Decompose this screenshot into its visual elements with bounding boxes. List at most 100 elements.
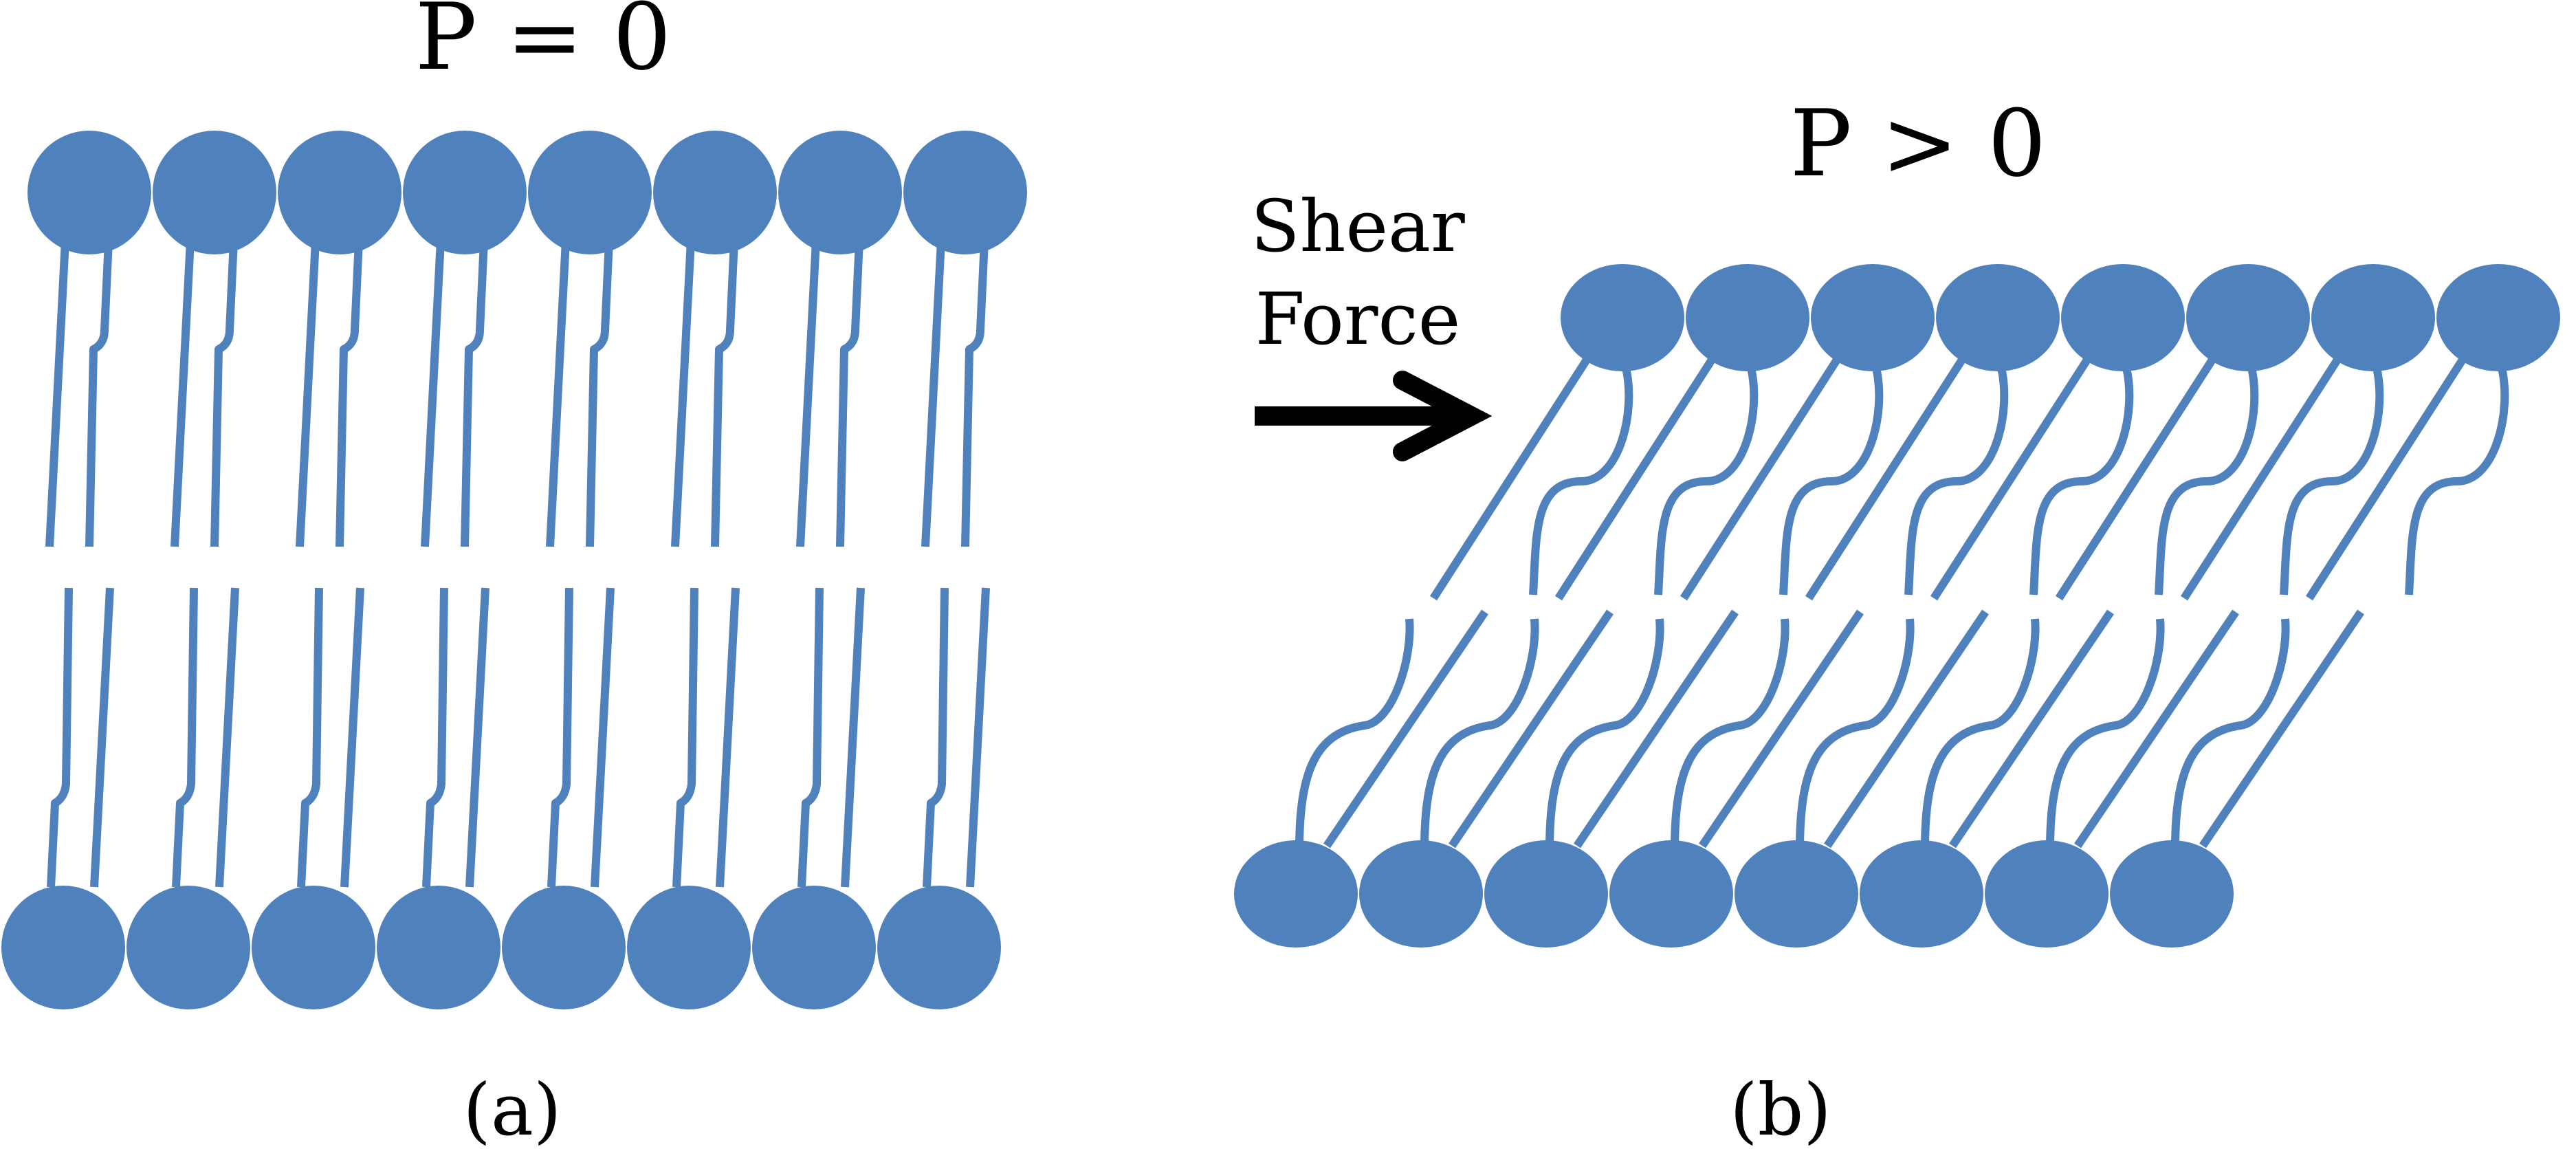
lipid-lower-b [1985, 609, 2239, 948]
tail-kinked [2046, 618, 2165, 850]
tail-kinked [961, 240, 989, 547]
lipid-upper-a [778, 131, 902, 547]
lipid-head [653, 131, 777, 254]
tail-straight [1949, 609, 2114, 849]
tail-straight [215, 587, 239, 888]
lipid-lower-b [1735, 609, 1989, 948]
tail-straight [1680, 355, 1842, 601]
lipid-upper-a [653, 131, 777, 547]
lipid-head [403, 131, 527, 254]
lipid-head [1484, 840, 1608, 948]
tail-straight [1323, 609, 1488, 849]
tail-kinked [2029, 366, 2134, 595]
tail-straight [716, 587, 740, 888]
tail-kinked [1796, 618, 1915, 850]
tail-straight [1930, 355, 2093, 601]
tail-kinked [335, 240, 363, 547]
tail-kinked [586, 240, 613, 547]
lipid-lower-b [1609, 609, 1864, 948]
tail-straight [921, 240, 945, 547]
tail-kinked [836, 240, 863, 547]
lipid-upper-b [1930, 264, 2185, 601]
panel-b-caption: (b) [1730, 1068, 1831, 1149]
lipid-upper-b [1805, 264, 2060, 601]
tail-straight [546, 240, 570, 547]
lipid-head [1985, 840, 2109, 948]
panel-a-title: P = 0 [415, 0, 672, 91]
lipid-upper-a [153, 131, 276, 547]
lipid-lower-a [752, 587, 876, 1009]
tail-straight [2199, 609, 2364, 849]
lipid-upper-b [2180, 264, 2435, 601]
tail-straight [2055, 355, 2218, 601]
lipid-head [752, 886, 876, 1009]
lipid-lower-a [126, 587, 250, 1009]
lipid-upper-a [27, 131, 151, 547]
tail-kinked [297, 587, 323, 888]
tail-kinked [1420, 618, 1539, 850]
tail-kinked [422, 587, 448, 888]
tail-straight [45, 240, 69, 547]
panel-b-upper-leaflet [1429, 264, 2560, 601]
lipid-lower-b [1359, 609, 1614, 948]
tail-straight [170, 240, 195, 547]
lipid-upper-b [1429, 264, 1684, 601]
lipid-upper-b [1680, 264, 1935, 601]
lipid-lower-a [252, 587, 375, 1009]
lipid-head [153, 131, 276, 254]
lipid-head [1811, 264, 1935, 371]
panel-a-caption: (a) [463, 1068, 561, 1149]
tail-straight [671, 240, 695, 547]
tail-straight [2180, 355, 2343, 601]
lipid-head [1, 886, 125, 1009]
lipid-lower-a [877, 587, 1001, 1009]
lipid-head [502, 886, 626, 1009]
lipid-lower-b [1860, 609, 2114, 948]
tail-kinked [210, 240, 238, 547]
tail-kinked [711, 240, 738, 547]
lipid-head [1735, 840, 1858, 948]
lipid-head [2436, 264, 2560, 371]
tail-straight [1554, 355, 1717, 601]
tail-kinked [2280, 366, 2384, 595]
lipid-lower-b [1484, 609, 1739, 948]
tail-kinked [85, 240, 113, 547]
lipid-lower-a [1, 587, 125, 1009]
tail-straight [2305, 355, 2468, 601]
tail-straight [1824, 609, 1989, 849]
lipid-upper-a [528, 131, 652, 547]
lipid-head [2061, 264, 2185, 371]
tail-kinked [1671, 618, 1790, 850]
lipid-head [1860, 840, 1983, 948]
shear-label-line1: Shear [1251, 184, 1465, 268]
lipid-head [903, 131, 1027, 254]
tail-straight [1805, 355, 1968, 601]
panel-b-lower-leaflet [1234, 609, 2364, 948]
tail-kinked [1921, 618, 2040, 850]
tail-kinked [1529, 366, 1633, 595]
lipid-lower-b [2110, 609, 2364, 948]
lipid-head [377, 886, 500, 1009]
tail-kinked [547, 587, 573, 888]
tail-kinked [923, 587, 949, 888]
tail-straight [421, 240, 445, 547]
panel-a-upper-leaflet [27, 131, 1027, 547]
lipid-head [2311, 264, 2435, 371]
tail-straight [966, 587, 990, 888]
tail-kinked [1654, 366, 1759, 595]
lipid-upper-a [403, 131, 527, 547]
shear-force-arrow-icon [1255, 371, 1493, 461]
lipid-head [1609, 840, 1733, 948]
tail-kinked [1779, 366, 1884, 595]
tail-straight [1449, 609, 1614, 849]
lipid-head [1561, 264, 1684, 371]
tail-kinked [672, 587, 698, 888]
lipid-lower-a [377, 587, 500, 1009]
lipid-head [1359, 840, 1483, 948]
tail-straight [796, 240, 820, 547]
panel-a-lower-leaflet [1, 587, 1001, 1009]
lipid-head [2186, 264, 2310, 371]
lipid-lower-a [502, 587, 626, 1009]
lipid-head [1936, 264, 2060, 371]
